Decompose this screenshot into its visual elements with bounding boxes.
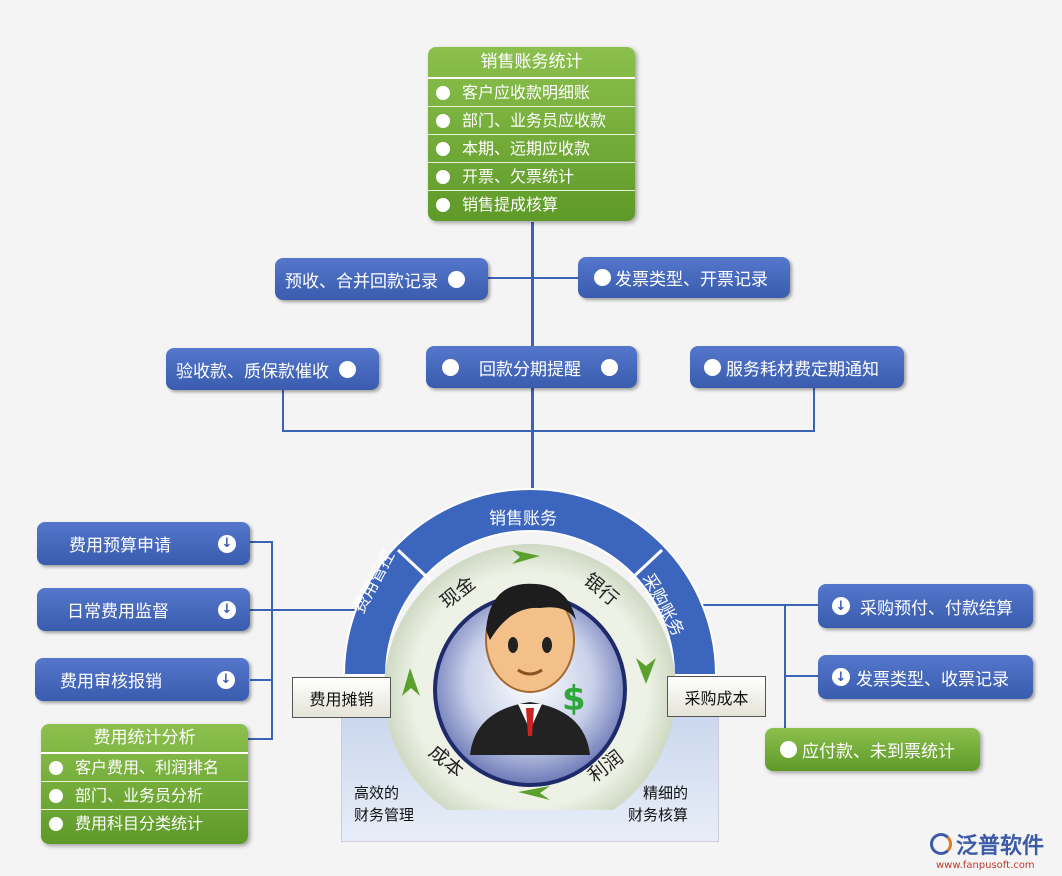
connector-line: [700, 604, 818, 606]
connector-line: [784, 675, 818, 677]
arrow-down-icon: ↓: [832, 597, 850, 615]
accountant-person-icon: $: [470, 583, 590, 755]
bullet-icon: [436, 197, 450, 212]
list-item: 部门、业务员分析: [41, 782, 248, 810]
list-item: 部门、业务员应收款: [428, 107, 635, 135]
sales-accounts-stats-title: 销售账务统计: [428, 47, 635, 79]
expense-share-label: 费用摊销: [292, 677, 391, 718]
connector-line: [813, 387, 815, 432]
bullet-icon: [49, 816, 63, 831]
ring-divider: [396, 548, 432, 582]
list-item: 销售提成核算: [428, 191, 635, 218]
invoice-type-box: 发票类型、开票记录: [578, 257, 790, 298]
bullet-icon: [704, 358, 721, 376]
list-item: 客户应收款明细账: [428, 79, 635, 107]
bullet-icon: [436, 113, 450, 128]
bullet-icon: [780, 741, 797, 758]
expense-analysis-title: 费用统计分析: [41, 724, 248, 754]
svg-text:$: $: [562, 679, 586, 719]
sales-accounts-stats-box: 销售账务统计 客户应收款明细账 部门、业务员应收款 本期、远期应收款 开票、欠票…: [428, 47, 635, 221]
ring-divider: [628, 548, 664, 582]
brand-name: 泛普软件: [956, 834, 1045, 859]
installment-box: 回款分期提醒: [426, 346, 637, 388]
connector-line: [271, 541, 273, 739]
efficient-text: 高效的 财务管理: [354, 784, 415, 824]
bullet-icon: [339, 360, 356, 378]
bullet-icon: [442, 358, 459, 376]
acceptance-box: 验收款、质保款催收: [166, 348, 379, 390]
bullet-icon: [594, 269, 611, 286]
arrow-down-icon: ↓: [217, 670, 235, 689]
fine-text: 精细的 财务核算: [628, 784, 689, 824]
payable-box: 应付款、未到票统计: [765, 728, 980, 771]
monitor-box: 日常费用监督↓: [37, 588, 250, 631]
pay-settle-box: ↓采购预付、付款结算: [818, 584, 1033, 628]
bullet-icon: [49, 760, 63, 775]
bullet-icon: [436, 141, 450, 156]
list-item: 客户费用、利润排名: [41, 754, 248, 782]
budget-box: 费用预算申请↓: [37, 522, 250, 565]
arrow-up-icon: [402, 668, 420, 696]
service-box: 服务耗材费定期通知: [690, 346, 904, 388]
purchase-cost-label: 采购成本: [667, 676, 766, 717]
list-item: 本期、远期应收款: [428, 135, 635, 163]
list-item: 费用科目分类统计: [41, 810, 248, 837]
connector-line: [488, 277, 578, 279]
arrow-down-icon: ↓: [832, 668, 850, 686]
outer-ring: [342, 488, 718, 676]
invoice-receive-box: ↓发票类型、收票记录: [818, 655, 1033, 699]
connector-line: [282, 390, 284, 432]
prepay-merge-box: 预收、合并回款记录: [275, 258, 488, 300]
brand-logo-icon: [930, 833, 952, 855]
arrow-right-icon: [512, 550, 540, 564]
finance-ring-diagram: $: [342, 488, 718, 810]
list-item: 开票、欠票统计: [428, 163, 635, 191]
arrow-down-icon: [636, 658, 656, 684]
arrow-left-icon: [518, 786, 550, 800]
expense-analysis-box: 费用统计分析 客户费用、利润排名 部门、业务员分析 费用科目分类统计: [41, 724, 248, 844]
brand-logo: 泛普软件 www.fanpusoft.com: [930, 828, 1044, 871]
brand-url: www.fanpusoft.com: [936, 860, 1035, 871]
audit-box: 费用审核报销↓: [35, 658, 249, 701]
arrow-down-icon: ↓: [218, 600, 236, 619]
bullet-icon: [448, 270, 465, 288]
connector-line: [784, 604, 786, 732]
arrow-down-icon: ↓: [218, 534, 236, 553]
bullet-icon: [49, 788, 63, 803]
bullet-icon: [436, 169, 450, 184]
connector-line: [282, 430, 815, 432]
ring-label-finance: 财 务: [493, 732, 551, 754]
connector-line: [250, 679, 272, 681]
bullet-icon: [436, 85, 450, 100]
bullet-icon: [601, 358, 618, 376]
ring-label-sales: 销售账务: [489, 509, 557, 529]
connector-line: [248, 738, 273, 740]
connector-line: [250, 609, 360, 611]
connector-line: [250, 541, 272, 543]
